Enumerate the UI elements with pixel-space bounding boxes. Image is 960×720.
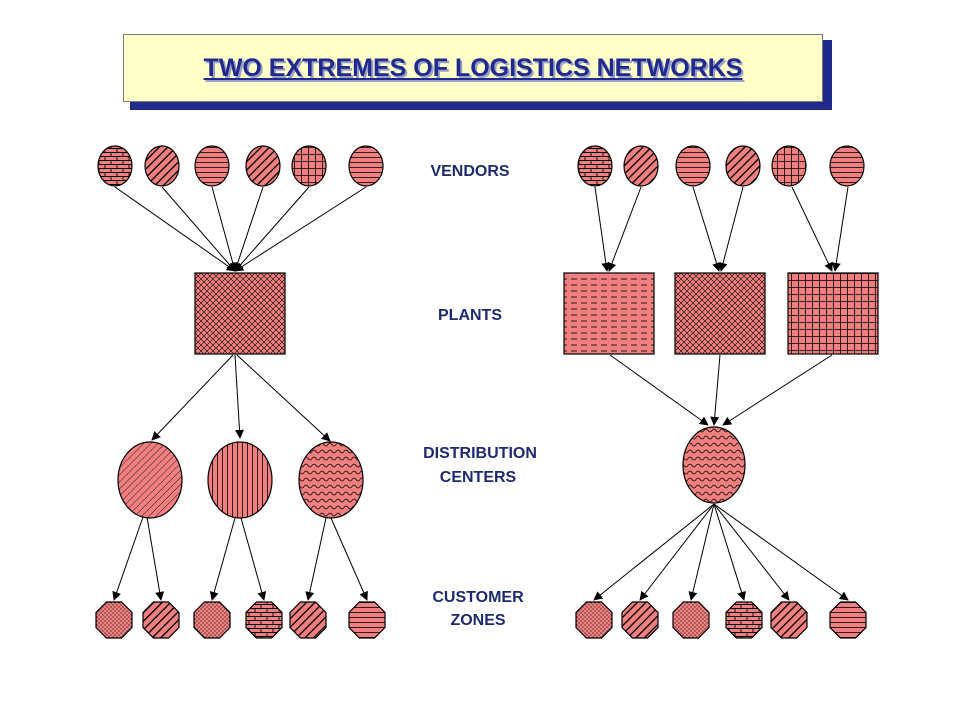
right-vendor — [829, 145, 865, 187]
left-arrow-vendor-plant — [211, 186, 238, 272]
left-vendor — [97, 145, 133, 187]
page-title: TWO EXTREMES OF LOGISTICS NETWORKS — [203, 53, 743, 82]
right-arrow-dc-customer — [639, 503, 715, 601]
right-arrow-vendor-plant — [692, 186, 721, 272]
left-distribution-center — [117, 441, 183, 519]
left-arrow-dc-customer — [240, 517, 267, 601]
left-arrow-vendor-plant — [234, 186, 367, 272]
right-distribution-center — [682, 426, 746, 504]
right-customer-zone — [621, 601, 659, 639]
left-vendor — [144, 145, 180, 187]
right-customer-zone — [725, 601, 763, 639]
right-arrow-dc-customer — [713, 503, 849, 601]
left-arrow-dc-customer — [112, 516, 144, 601]
left-arrow-dc-customer — [146, 516, 165, 601]
right-arrow-vendor-plant — [594, 186, 611, 272]
left-arrow-plant-dc — [236, 354, 331, 442]
right-arrow-vendor-plant — [718, 186, 744, 272]
right-vendor — [577, 145, 613, 187]
title-box: TWO EXTREMES OF LOGISTICS NETWORKS — [123, 34, 823, 102]
label-zones: ZONES — [450, 612, 505, 629]
right-arrow-dc-customer — [688, 503, 715, 601]
left-customer-zone — [348, 601, 386, 639]
left-distribution-center — [207, 441, 273, 519]
left-arrow-vendor-plant — [234, 186, 310, 272]
left-vendor — [194, 145, 230, 187]
left-customer-zone — [95, 601, 133, 639]
right-plant — [787, 272, 879, 355]
right-vendor — [623, 145, 659, 187]
right-arrow-plant-dc — [710, 354, 721, 426]
left-customer-zone — [289, 601, 327, 639]
left-customer-zone — [193, 601, 231, 639]
left-arrow-plant-dc — [151, 354, 234, 441]
right-vendor — [771, 145, 807, 187]
left-vendor — [245, 145, 281, 187]
label-distribution: DISTRIBUTION — [423, 445, 537, 462]
right-arrow-plant-dc — [722, 354, 833, 426]
left-arrow-vendor-plant — [233, 186, 264, 272]
left-vendor — [291, 145, 327, 187]
right-customer-zone — [829, 601, 867, 639]
left-distribution-center — [298, 441, 364, 519]
right-vendor — [675, 145, 711, 187]
right-plant — [563, 272, 655, 355]
left-arrow-dc-customer — [209, 517, 236, 601]
right-arrow-plant-dc — [609, 354, 709, 426]
left-arrow-vendor-plant — [161, 186, 236, 272]
label-customer: CUSTOMER — [432, 589, 524, 606]
right-plant — [674, 272, 766, 355]
right-arrow-dc-customer — [593, 503, 715, 601]
left-vendor — [348, 145, 384, 187]
left-customer-zone — [142, 601, 180, 639]
left-plant — [194, 272, 286, 355]
right-customer-zone — [770, 601, 808, 639]
label-centers: CENTERS — [440, 469, 517, 486]
right-customer-zone — [672, 601, 710, 639]
right-arrow-dc-customer — [713, 503, 746, 601]
label-vendors: VENDORS — [430, 163, 509, 180]
right-arrow-vendor-plant — [607, 186, 642, 272]
left-arrow-plant-dc — [234, 354, 245, 439]
right-customer-zone — [575, 601, 613, 639]
left-arrow-vendor-plant — [114, 186, 236, 272]
right-arrow-vendor-plant — [831, 186, 849, 272]
label-plants: PLANTS — [438, 307, 502, 324]
left-arrow-dc-customer — [305, 517, 327, 601]
right-vendor — [725, 145, 761, 187]
right-arrow-dc-customer — [713, 503, 790, 601]
left-customer-zone — [245, 601, 283, 639]
right-arrow-vendor-plant — [791, 186, 833, 272]
left-arrow-dc-customer — [330, 517, 368, 601]
arrows-layer — [112, 186, 849, 601]
nodes-layer — [95, 145, 879, 639]
